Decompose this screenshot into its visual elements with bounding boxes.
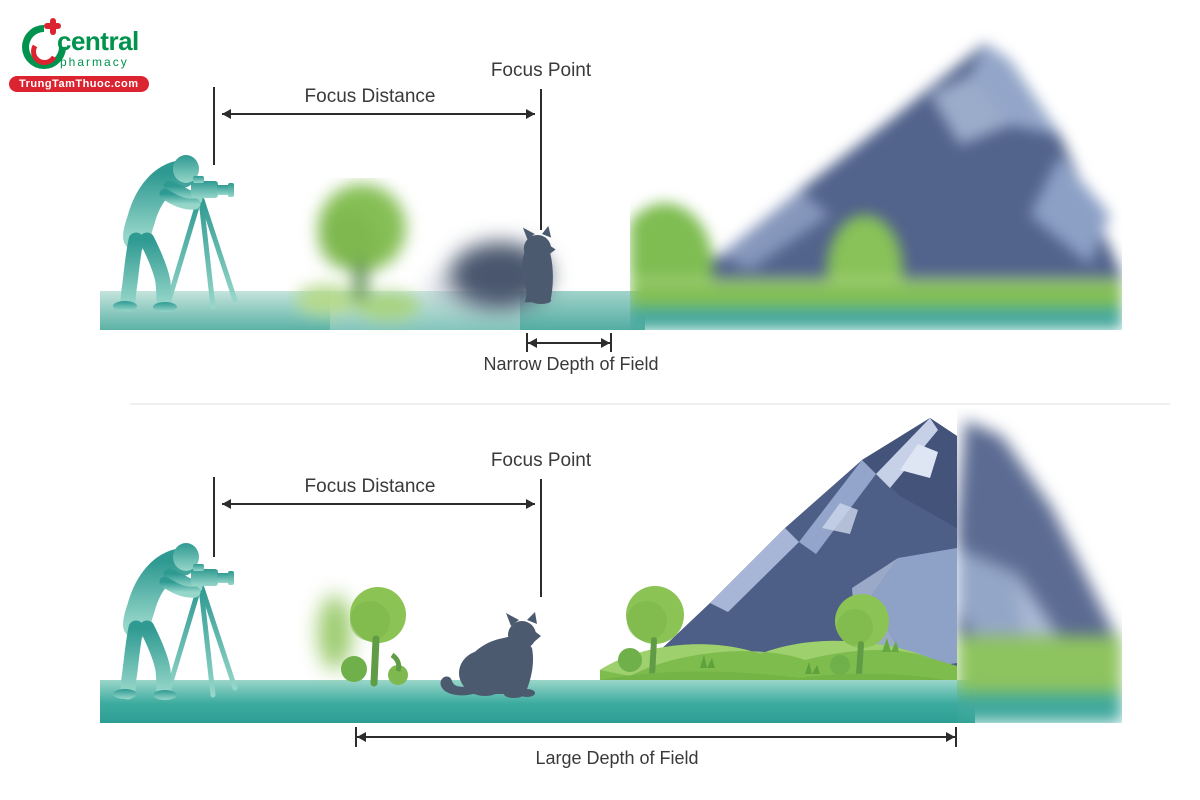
focus-point-line bbox=[540, 479, 542, 597]
blurry-background-column bbox=[957, 408, 1122, 723]
focus-distance-label: Focus Distance bbox=[304, 476, 436, 497]
central-pharmacy-logo: central pharmacy TrungTamThuoc.com bbox=[0, 0, 220, 110]
dof-tick bbox=[610, 333, 612, 352]
panel-divider bbox=[130, 403, 1170, 405]
dof-tick bbox=[955, 727, 957, 747]
blurry-tree-illustration bbox=[288, 178, 438, 333]
tree-illustration bbox=[341, 587, 408, 687]
narrow-dof-panel: Focus Point Focus Distance Narrow Depth … bbox=[0, 0, 1200, 395]
large-dof-label: Large Depth of Field bbox=[535, 748, 699, 768]
narrow-dof-label: Narrow Depth of Field bbox=[483, 354, 659, 374]
focus-point-label: Focus Point bbox=[490, 60, 592, 81]
focus-point-label: Focus Point bbox=[490, 450, 592, 471]
camera-position-line bbox=[213, 477, 215, 557]
logo-plus-icon bbox=[49, 17, 56, 35]
logo-brand-text: central bbox=[57, 26, 139, 56]
cat-silhouette bbox=[440, 612, 541, 698]
photographer-tripod-illustration bbox=[113, 155, 238, 312]
focus-distance-arrow bbox=[222, 499, 535, 509]
focus-distance-arrow bbox=[222, 109, 535, 119]
cat-head-silhouette bbox=[522, 225, 556, 305]
dof-tick bbox=[355, 727, 357, 747]
large-dof-arrow bbox=[357, 732, 955, 742]
large-dof-panel: Focus Point Focus Distance Large Depth o… bbox=[0, 395, 1200, 800]
logo-badge-text: TrungTamThuoc.com bbox=[9, 76, 149, 92]
blurry-mountain-illustration bbox=[630, 15, 1122, 330]
dof-tick bbox=[526, 333, 528, 352]
logo-subbrand-text: pharmacy bbox=[60, 55, 129, 69]
photographer-tripod-illustration bbox=[113, 543, 238, 700]
blurry-foliage-smudge bbox=[318, 595, 352, 670]
camera-position-line bbox=[213, 87, 215, 165]
focus-point-line bbox=[540, 89, 542, 230]
mountain-hills-illustration bbox=[600, 408, 957, 700]
focus-distance-label: Focus Distance bbox=[304, 86, 436, 107]
ground bbox=[100, 680, 975, 723]
narrow-dof-arrow bbox=[528, 338, 610, 348]
